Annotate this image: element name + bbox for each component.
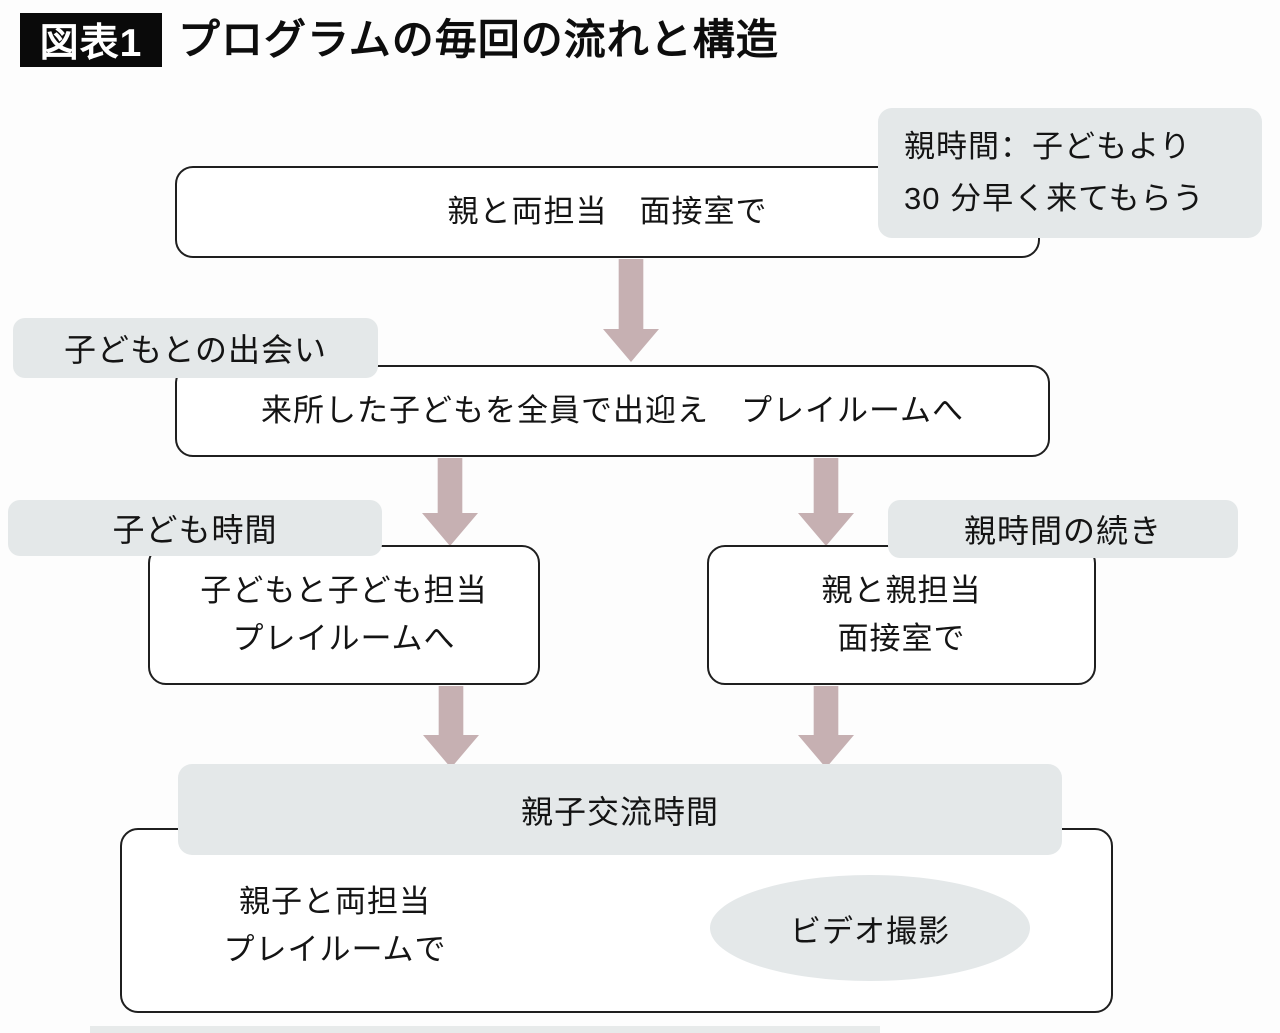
- figure-title-row: 図表1 プログラムの毎回の流れと構造: [20, 13, 779, 67]
- flow-box-parent-session-line1: 親と親担当: [821, 573, 982, 608]
- flow-box-welcome: 来所した子どもを全員で出迎え プレイルームへ: [175, 365, 1050, 457]
- phase-chip-child-time-label: 子ども時間: [112, 512, 278, 548]
- note-parent-time: 親時間：子どもより 30 分早く来てもらう: [878, 108, 1262, 238]
- phase-chip-parent-time-cont: 親時間の続き: [888, 500, 1238, 558]
- flow-box-welcome-text: 来所した子どもを全員で出迎え プレイルームへ: [260, 393, 965, 428]
- flow-box-parent-session-line2: 面接室で: [837, 621, 966, 656]
- down-arrow-icon: [422, 458, 478, 546]
- phase-chip-parent-time-cont-label: 親時間の続き: [963, 513, 1162, 549]
- flow-box-child-session: 子どもと子ども担当 プレイルームへ: [148, 545, 540, 685]
- flow-box-parent-intake-text: 親と両担当 面接室で: [447, 194, 768, 229]
- down-arrow-icon: [603, 259, 659, 362]
- phase-chip-child-meeting: 子どもとの出会い: [13, 318, 378, 378]
- flow-box-family-session-text: 親子と両担当 プレイルームで: [160, 878, 510, 974]
- note-parent-time-line1: 親時間：子どもより: [904, 129, 1192, 164]
- flow-box-family-session-line2: プレイルームで: [223, 932, 447, 967]
- flow-box-family-session-line1: 親子と両担当: [239, 884, 431, 919]
- video-recording-label: ビデオ撮影: [790, 913, 950, 949]
- down-arrow-icon: [423, 686, 479, 768]
- figure-title: プログラムの毎回の流れと構造: [178, 16, 779, 63]
- phase-header-family-time: 親子交流時間: [178, 764, 1062, 855]
- phase-header-family-time-label: 親子交流時間: [520, 793, 719, 830]
- figure-badge: 図表1: [20, 13, 162, 67]
- video-recording-ellipse: ビデオ撮影: [710, 875, 1030, 981]
- flow-box-child-session-line1: 子どもと子ども担当: [200, 573, 488, 608]
- phase-chip-child-meeting-label: 子どもとの出会い: [63, 332, 328, 368]
- flow-box-parent-session: 親と親担当 面接室で: [707, 545, 1096, 685]
- flow-box-child-session-line2: プレイルームへ: [232, 621, 456, 656]
- bottom-cropped-strip: [90, 1026, 880, 1033]
- phase-chip-child-time: 子ども時間: [8, 500, 382, 556]
- down-arrow-icon: [798, 686, 854, 768]
- down-arrow-icon: [798, 458, 854, 546]
- note-parent-time-line2: 30 分早く来てもらう: [904, 181, 1205, 216]
